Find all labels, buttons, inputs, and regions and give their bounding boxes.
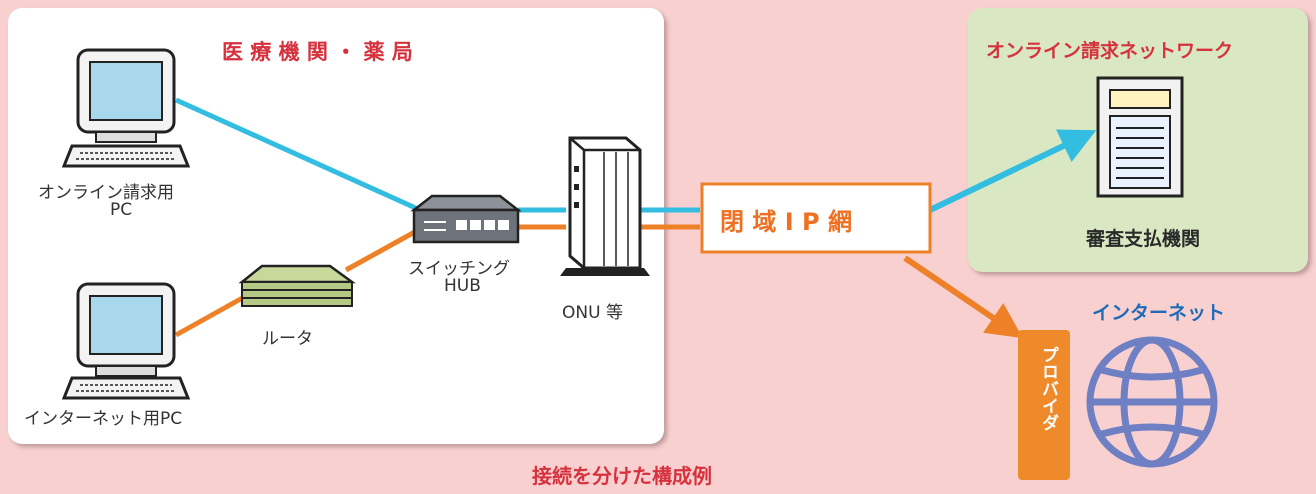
switching-hub-icon	[410, 194, 522, 244]
router-label: ルータ	[262, 329, 313, 349]
switching-hub-label-line2: HUB	[444, 276, 481, 296]
router-icon	[238, 264, 356, 307]
internet-title: インターネット	[1092, 302, 1226, 324]
pc-internet-icon	[61, 282, 191, 400]
closed-ip-network-box	[700, 182, 932, 254]
link-pc-online-to-hub	[174, 97, 422, 213]
pc-internet-label: インターネット用PC	[24, 409, 183, 429]
closed-ip-network-label: 閉 域 I P 網	[720, 208, 852, 236]
clinic-title: 医 療 機 関 ・ 薬 局	[222, 40, 413, 64]
billing-org-label: 審査支払機関	[1086, 228, 1201, 250]
onu-icon	[560, 136, 650, 276]
billing-server-icon	[1096, 76, 1184, 198]
pc-online-label-line2: PC	[110, 200, 133, 220]
link-router-to-hub	[344, 225, 424, 273]
caption: 接続を分けた構成例	[532, 464, 712, 488]
globe-icon	[1086, 336, 1218, 468]
pc-online-label-line1: オンライン請求用	[38, 183, 174, 203]
arrow-to-billing-server	[928, 129, 1097, 213]
arrow-to-internet	[903, 255, 1023, 339]
switching-hub-label-line1: スイッチング	[408, 259, 510, 279]
provider-box	[1018, 330, 1070, 480]
link-pc-internet-to-router	[174, 293, 248, 338]
provider-label: プロバイダ	[1038, 346, 1058, 431]
onu-label: ONU 等	[562, 303, 623, 323]
online-billing-network-title: オンライン請求ネットワーク	[986, 40, 1234, 62]
pc-online-icon	[61, 48, 191, 168]
